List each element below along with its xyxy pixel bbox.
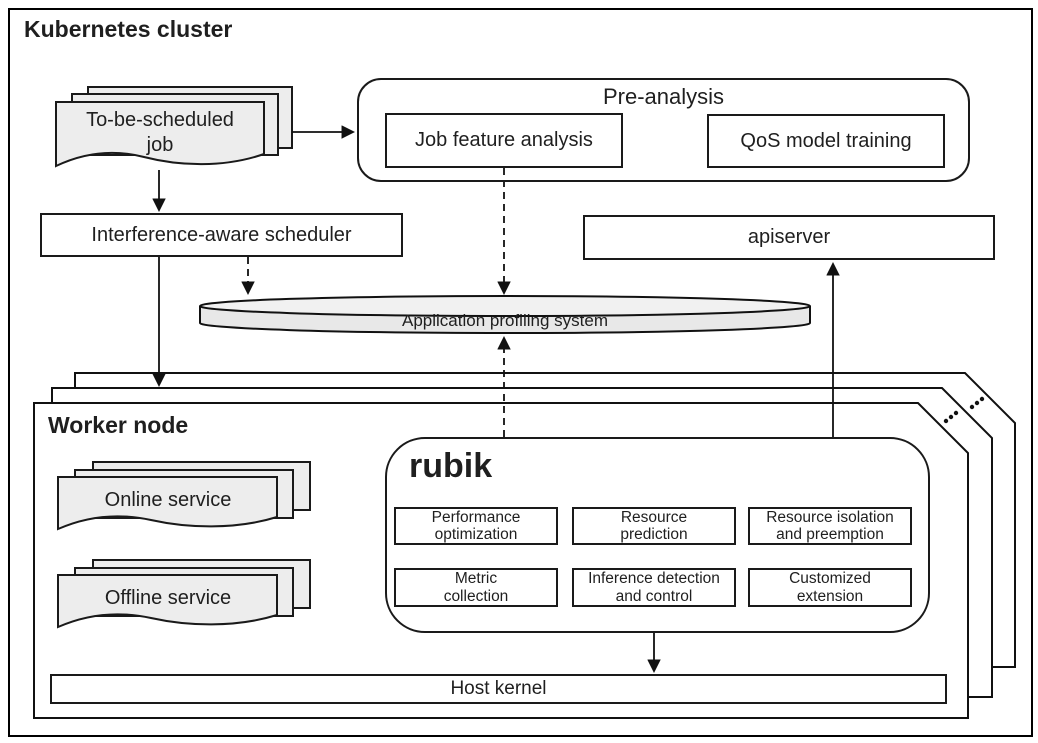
qos-model-training-box: QoS model training (707, 114, 945, 168)
interference-aware-scheduler-box: Interference-aware scheduler (40, 213, 403, 257)
host-kernel-box: Host kernel (50, 674, 947, 704)
rubik-module-resource-isolation: Resource isolation and preemption (748, 507, 912, 545)
profiling-cylinder-top (199, 295, 811, 317)
job-feature-analysis-box: Job feature analysis (385, 113, 623, 168)
rubik-module-inference-detection: Inference detection and control (572, 568, 736, 607)
offline-doc-front (57, 574, 278, 629)
cluster-border (8, 8, 1033, 737)
profiling-system-label: Application profiling system (402, 310, 608, 330)
rubik-module-customized-extension: Customized extension (748, 568, 912, 607)
apiserver-box: apiserver (583, 215, 995, 260)
job-doc-front (55, 101, 265, 168)
online-doc-front (57, 476, 278, 531)
pre-analysis-box (357, 78, 970, 182)
rubik-module-performance-optimization: Performance optimization (394, 507, 558, 545)
online-service-label: Online service (104, 488, 232, 511)
job-stack-label: To-be-scheduled job (86, 109, 234, 156)
cluster-title: Kubernetes cluster (24, 16, 233, 42)
rubik-title: rubik (409, 447, 493, 485)
more-worker-nodes-dots (943, 396, 985, 424)
offline-service-label: Offline service (104, 586, 232, 609)
worker-node-title: Worker node (48, 412, 189, 438)
rubik-module-resource-prediction: Resource prediction (572, 507, 736, 545)
pre-analysis-title: Pre-analysis (602, 84, 725, 109)
rubik-module-metric-collection: Metric collection (394, 568, 558, 607)
